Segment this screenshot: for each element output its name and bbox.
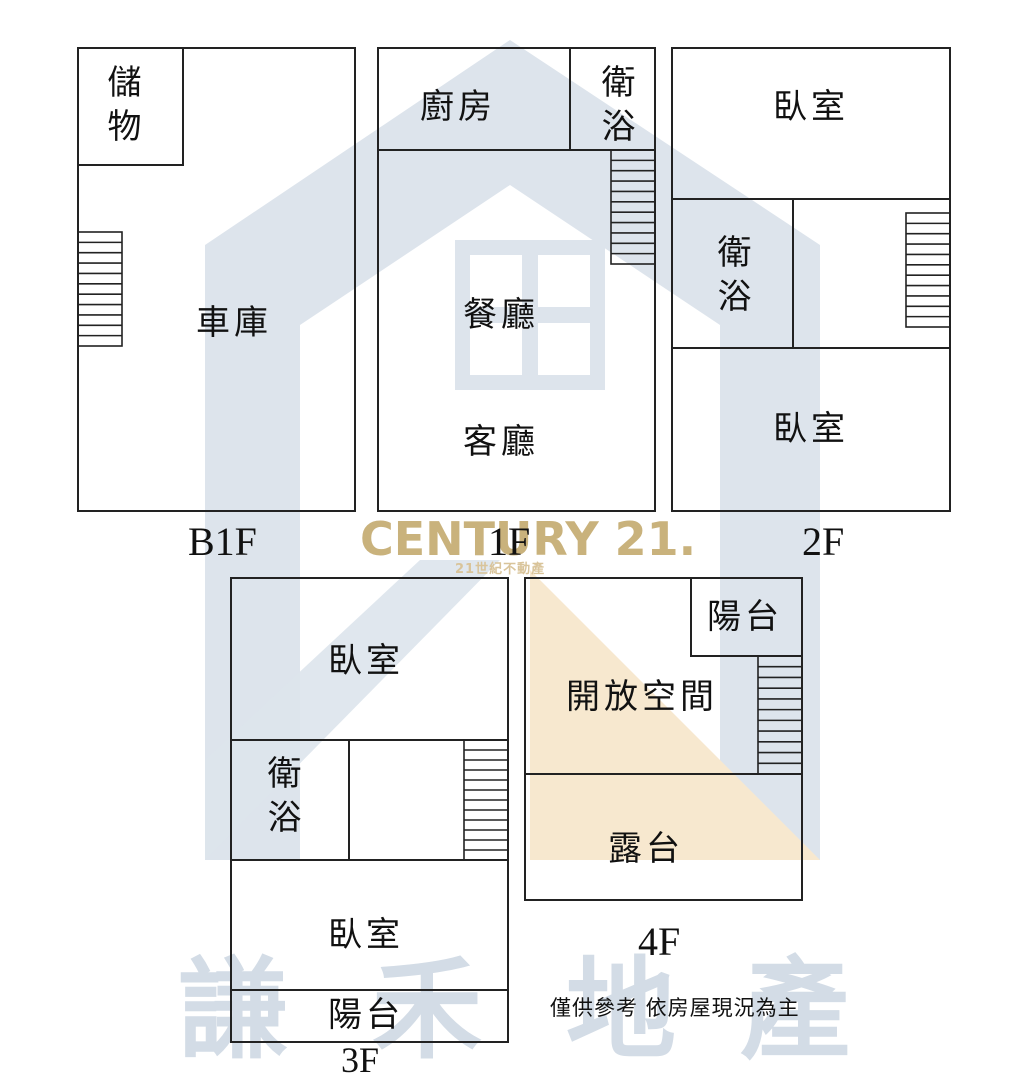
- f3-floor-label: 3F: [341, 1040, 380, 1080]
- f3-bath-label: 衛浴: [261, 755, 301, 843]
- disclaimer-note: 僅供參考 依房屋現況為主: [550, 996, 800, 1020]
- agency-char-2: 禾: [372, 946, 482, 1074]
- f2-bath-label: 衛浴: [711, 234, 751, 322]
- f3-stairs: [463, 739, 509, 861]
- f1-stairs: [610, 149, 656, 265]
- f1-kitchen-label: 廚房: [420, 87, 496, 127]
- f2-floor-label: 2F: [802, 519, 845, 564]
- f1-dining-label: 餐廳: [463, 295, 539, 335]
- b1f-floor-label: B1F: [188, 519, 257, 564]
- f4-balcony-label: 陽台: [707, 597, 783, 637]
- b1f-garage-label: 車庫: [196, 303, 272, 343]
- f1-bath-label: 衛浴: [595, 64, 635, 152]
- f3-balcony-label: 陽台: [328, 995, 404, 1035]
- f4-stairs: [757, 655, 803, 775]
- f4-terrace-label: 露台: [608, 829, 684, 869]
- f1-floor-label: 1F: [488, 519, 531, 564]
- brand-subtitle: 21世紀不動產: [455, 562, 546, 577]
- f2-stairs: [905, 212, 951, 328]
- b1f-storage-label: 儲物: [101, 64, 141, 152]
- f4-floor-label: 4F: [638, 919, 681, 964]
- f3-bedroom-bottom-label: 臥室: [328, 915, 404, 955]
- agency-char-4: 產: [740, 946, 850, 1074]
- agency-char-1: 謙: [178, 946, 288, 1074]
- f1-outline: [377, 47, 656, 512]
- f3-bedroom-top-label: 臥室: [328, 641, 404, 681]
- agency-char-3: 地: [566, 946, 676, 1074]
- f4-open-space-label: 開放空間: [566, 677, 718, 717]
- f2-bedroom-bottom-label: 臥室: [773, 409, 849, 449]
- brand-name: CENTURY 21.: [360, 512, 697, 566]
- f2-bedroom-top-label: 臥室: [773, 87, 849, 127]
- b1f-storage-wall: [78, 48, 184, 166]
- f1-living-label: 客廳: [463, 422, 539, 462]
- b1f-stairs: [77, 231, 123, 347]
